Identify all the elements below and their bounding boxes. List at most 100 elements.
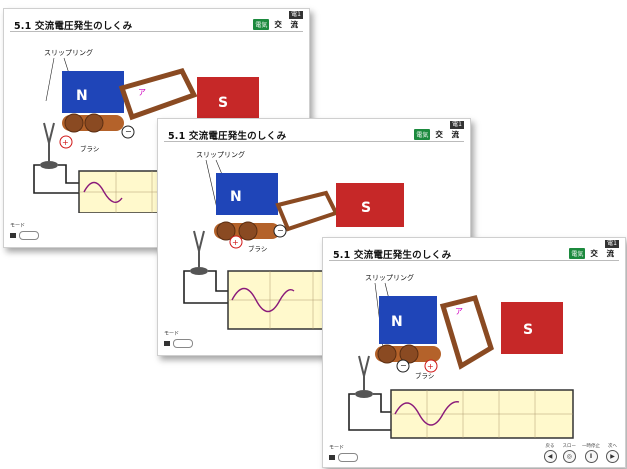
- ac-waveform: [231, 287, 295, 313]
- mode-toggle[interactable]: [338, 453, 358, 462]
- control-caption: 一時停止: [582, 444, 600, 449]
- slide-title: 5.1 交流電圧発生のしくみ: [14, 21, 133, 32]
- s-label: S: [523, 322, 533, 338]
- coil-a-label: ア: [455, 307, 463, 316]
- n-label: N: [230, 189, 242, 205]
- slow-control[interactable]: スロー ◎: [562, 444, 577, 463]
- page-tag: 電1: [450, 121, 464, 129]
- slip-ring-2: [238, 221, 258, 241]
- wire: [183, 270, 228, 304]
- slip-ring-1: [377, 344, 397, 364]
- ac-waveform: [83, 181, 123, 204]
- pause-icon[interactable]: Ⅱ: [584, 450, 598, 463]
- slide-header: 電1 5.1 交流電圧発生のしくみ 電気 交 流: [4, 9, 309, 33]
- slip-ring-label: スリップリング: [365, 273, 414, 282]
- rewind-icon[interactable]: ◀: [543, 450, 557, 463]
- s-magnet: [501, 302, 563, 354]
- mode-switch[interactable]: [164, 339, 193, 348]
- n-magnet: [379, 296, 437, 344]
- subject-area: 電気 交 流: [569, 248, 617, 259]
- slide-header: 電1 5.1 交流電圧発生のしくみ 電気 交 流: [323, 238, 625, 262]
- coil-a-label: ア: [138, 88, 146, 97]
- mode-icon: [329, 455, 335, 460]
- rewind-control[interactable]: 戻る ◀: [543, 444, 557, 463]
- slide-3: 電1 5.1 交流電圧発生のしくみ 電気 交 流 スリップリング N ア S −…: [322, 237, 626, 468]
- coil: [439, 295, 494, 370]
- slow-icon[interactable]: ◎: [562, 450, 576, 463]
- page-tag: 電1: [289, 11, 303, 19]
- ac-waveform: [394, 401, 460, 426]
- subject-label: 交 流: [590, 249, 617, 258]
- brush-label: ブラシ: [248, 244, 267, 253]
- plus-terminal: [424, 359, 438, 373]
- slip-ring-1: [216, 221, 236, 241]
- plus-terminal: [229, 235, 243, 249]
- generator-diagram: スリップリング N ア S + − ブラシ: [33, 48, 259, 213]
- subject-badge: 電気: [414, 129, 431, 140]
- brush-holder: [358, 355, 370, 390]
- n-magnet: [62, 71, 124, 113]
- s-magnet: [197, 77, 259, 125]
- mode-toggle[interactable]: [173, 339, 193, 348]
- subject-area: 電気 交 流: [414, 129, 462, 140]
- coil: [118, 68, 198, 121]
- svg-text:−: −: [277, 226, 284, 235]
- minus-terminal: [396, 359, 410, 373]
- forward-control[interactable]: 次へ ▶: [606, 444, 619, 463]
- control-caption: 次へ: [608, 444, 617, 449]
- header-divider: [164, 141, 464, 142]
- mode-toggle[interactable]: [19, 231, 39, 240]
- slip-ring-label: スリップリング: [44, 48, 93, 57]
- svg-text:+: +: [62, 138, 69, 147]
- n-label: N: [391, 314, 403, 330]
- slip-ring-label: スリップリング: [196, 150, 245, 159]
- header-divider: [329, 260, 619, 261]
- n-label: N: [76, 88, 88, 104]
- slip-ring-1: [64, 113, 84, 133]
- brush-base: [190, 267, 208, 275]
- leader-line: [45, 57, 55, 102]
- brush-holder: [43, 122, 55, 161]
- subject-area: 電気 交 流: [253, 19, 301, 30]
- brush-holder: [193, 230, 205, 267]
- minus-terminal: [273, 224, 287, 238]
- brush-base: [355, 390, 373, 398]
- generator-diagram: スリップリング N ア S − + ブラシ: [348, 273, 574, 439]
- forward-icon[interactable]: ▶: [606, 450, 619, 463]
- mode-switch[interactable]: [329, 453, 358, 462]
- svg-text:−: −: [125, 127, 132, 136]
- brush-base: [40, 161, 58, 169]
- wire: [33, 164, 79, 194]
- subject-label: 交 流: [274, 20, 301, 29]
- slide-title: 5.1 交流電圧発生のしくみ: [168, 131, 287, 142]
- mode-label: モード: [164, 331, 180, 337]
- s-label: S: [218, 95, 228, 111]
- coil: [275, 190, 339, 232]
- playback-controls: 戻る ◀ スロー ◎ 一時停止 Ⅱ 次へ ▶: [543, 444, 619, 463]
- s-label: S: [361, 200, 371, 216]
- scope-grid: [391, 390, 573, 438]
- slide-header: 電1 5.1 交流電圧発生のしくみ 電気 交 流: [158, 119, 470, 143]
- control-caption: 戻る: [545, 444, 555, 449]
- slip-ring-2: [84, 113, 104, 133]
- brush-label: ブラシ: [80, 144, 99, 153]
- minus-terminal: [121, 125, 135, 139]
- subject-badge: 電気: [253, 19, 270, 30]
- n-magnet: [216, 173, 278, 215]
- control-caption: スロー: [562, 444, 577, 449]
- pause-control[interactable]: 一時停止 Ⅱ: [582, 444, 600, 463]
- mode-label: モード: [10, 223, 26, 229]
- subject-badge: 電気: [569, 248, 586, 259]
- svg-text:+: +: [232, 238, 239, 247]
- wire: [348, 393, 391, 431]
- svg-text:+: +: [427, 362, 434, 371]
- svg-text:−: −: [400, 361, 407, 370]
- brush-label: ブラシ: [415, 371, 434, 380]
- slide-title: 5.1 交流電圧発生のしくみ: [333, 250, 452, 261]
- header-divider: [10, 31, 303, 32]
- page-tag: 電1: [605, 240, 619, 248]
- mode-switch[interactable]: [10, 231, 39, 240]
- mode-label: モード: [329, 445, 345, 451]
- mode-icon: [164, 341, 170, 346]
- plus-terminal: [59, 135, 73, 149]
